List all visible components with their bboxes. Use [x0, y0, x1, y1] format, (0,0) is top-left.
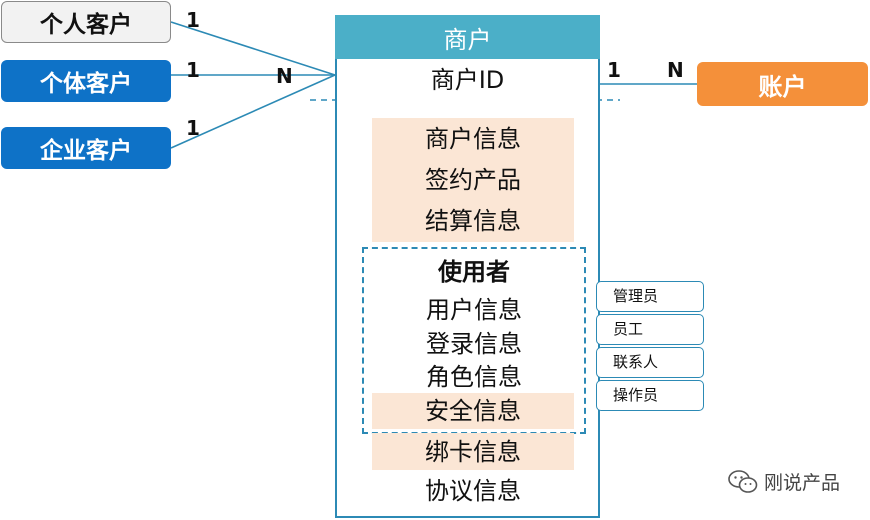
user-group-row: 用户信息 [426, 296, 522, 324]
merchant-id: 商户ID [430, 66, 505, 94]
role-employee: 员工 [596, 314, 704, 345]
link-enterprise [170, 74, 336, 149]
account-entity: 账户 [697, 62, 868, 106]
user-group-row: 登录信息 [426, 330, 522, 358]
security-shade [372, 393, 574, 429]
wechat-icon [728, 469, 758, 493]
cardinality-personal: 1 [186, 8, 200, 32]
customer-individual: 个体客户 [1, 60, 171, 102]
customer-personal: 个人客户 [1, 1, 171, 43]
watermark: 刚说产品 [728, 468, 840, 495]
cardinality-account: N [667, 58, 684, 82]
cardinality-merchant-account: 1 [607, 58, 621, 82]
user-group-row: 安全信息 [425, 397, 521, 425]
role-operator: 操作员 [596, 380, 704, 411]
cardinality-individual: 1 [186, 58, 200, 82]
role-admin: 管理员 [596, 281, 704, 312]
merchant-info-row: 商户信息 [425, 125, 521, 153]
user-group-row: 角色信息 [426, 363, 522, 391]
cardinality-merchant-side: N [276, 64, 293, 88]
bind-card-shade [372, 433, 574, 470]
role-contact: 联系人 [596, 347, 704, 378]
merchant-title: 商户 [335, 15, 600, 59]
user-group-title: 使用者 [438, 258, 510, 286]
merchant-info-row: 结算信息 [425, 207, 521, 235]
merchant-info-shade [372, 118, 574, 242]
customer-enterprise: 企业客户 [1, 127, 171, 169]
watermark-text: 刚说产品 [764, 472, 841, 494]
merchant-bottom-row: 协议信息 [425, 477, 521, 505]
merchant-info-row: 签约产品 [425, 166, 521, 194]
cardinality-enterprise: 1 [186, 116, 200, 140]
link-personal [170, 21, 336, 76]
merchant-bottom-row: 绑卡信息 [425, 438, 521, 466]
